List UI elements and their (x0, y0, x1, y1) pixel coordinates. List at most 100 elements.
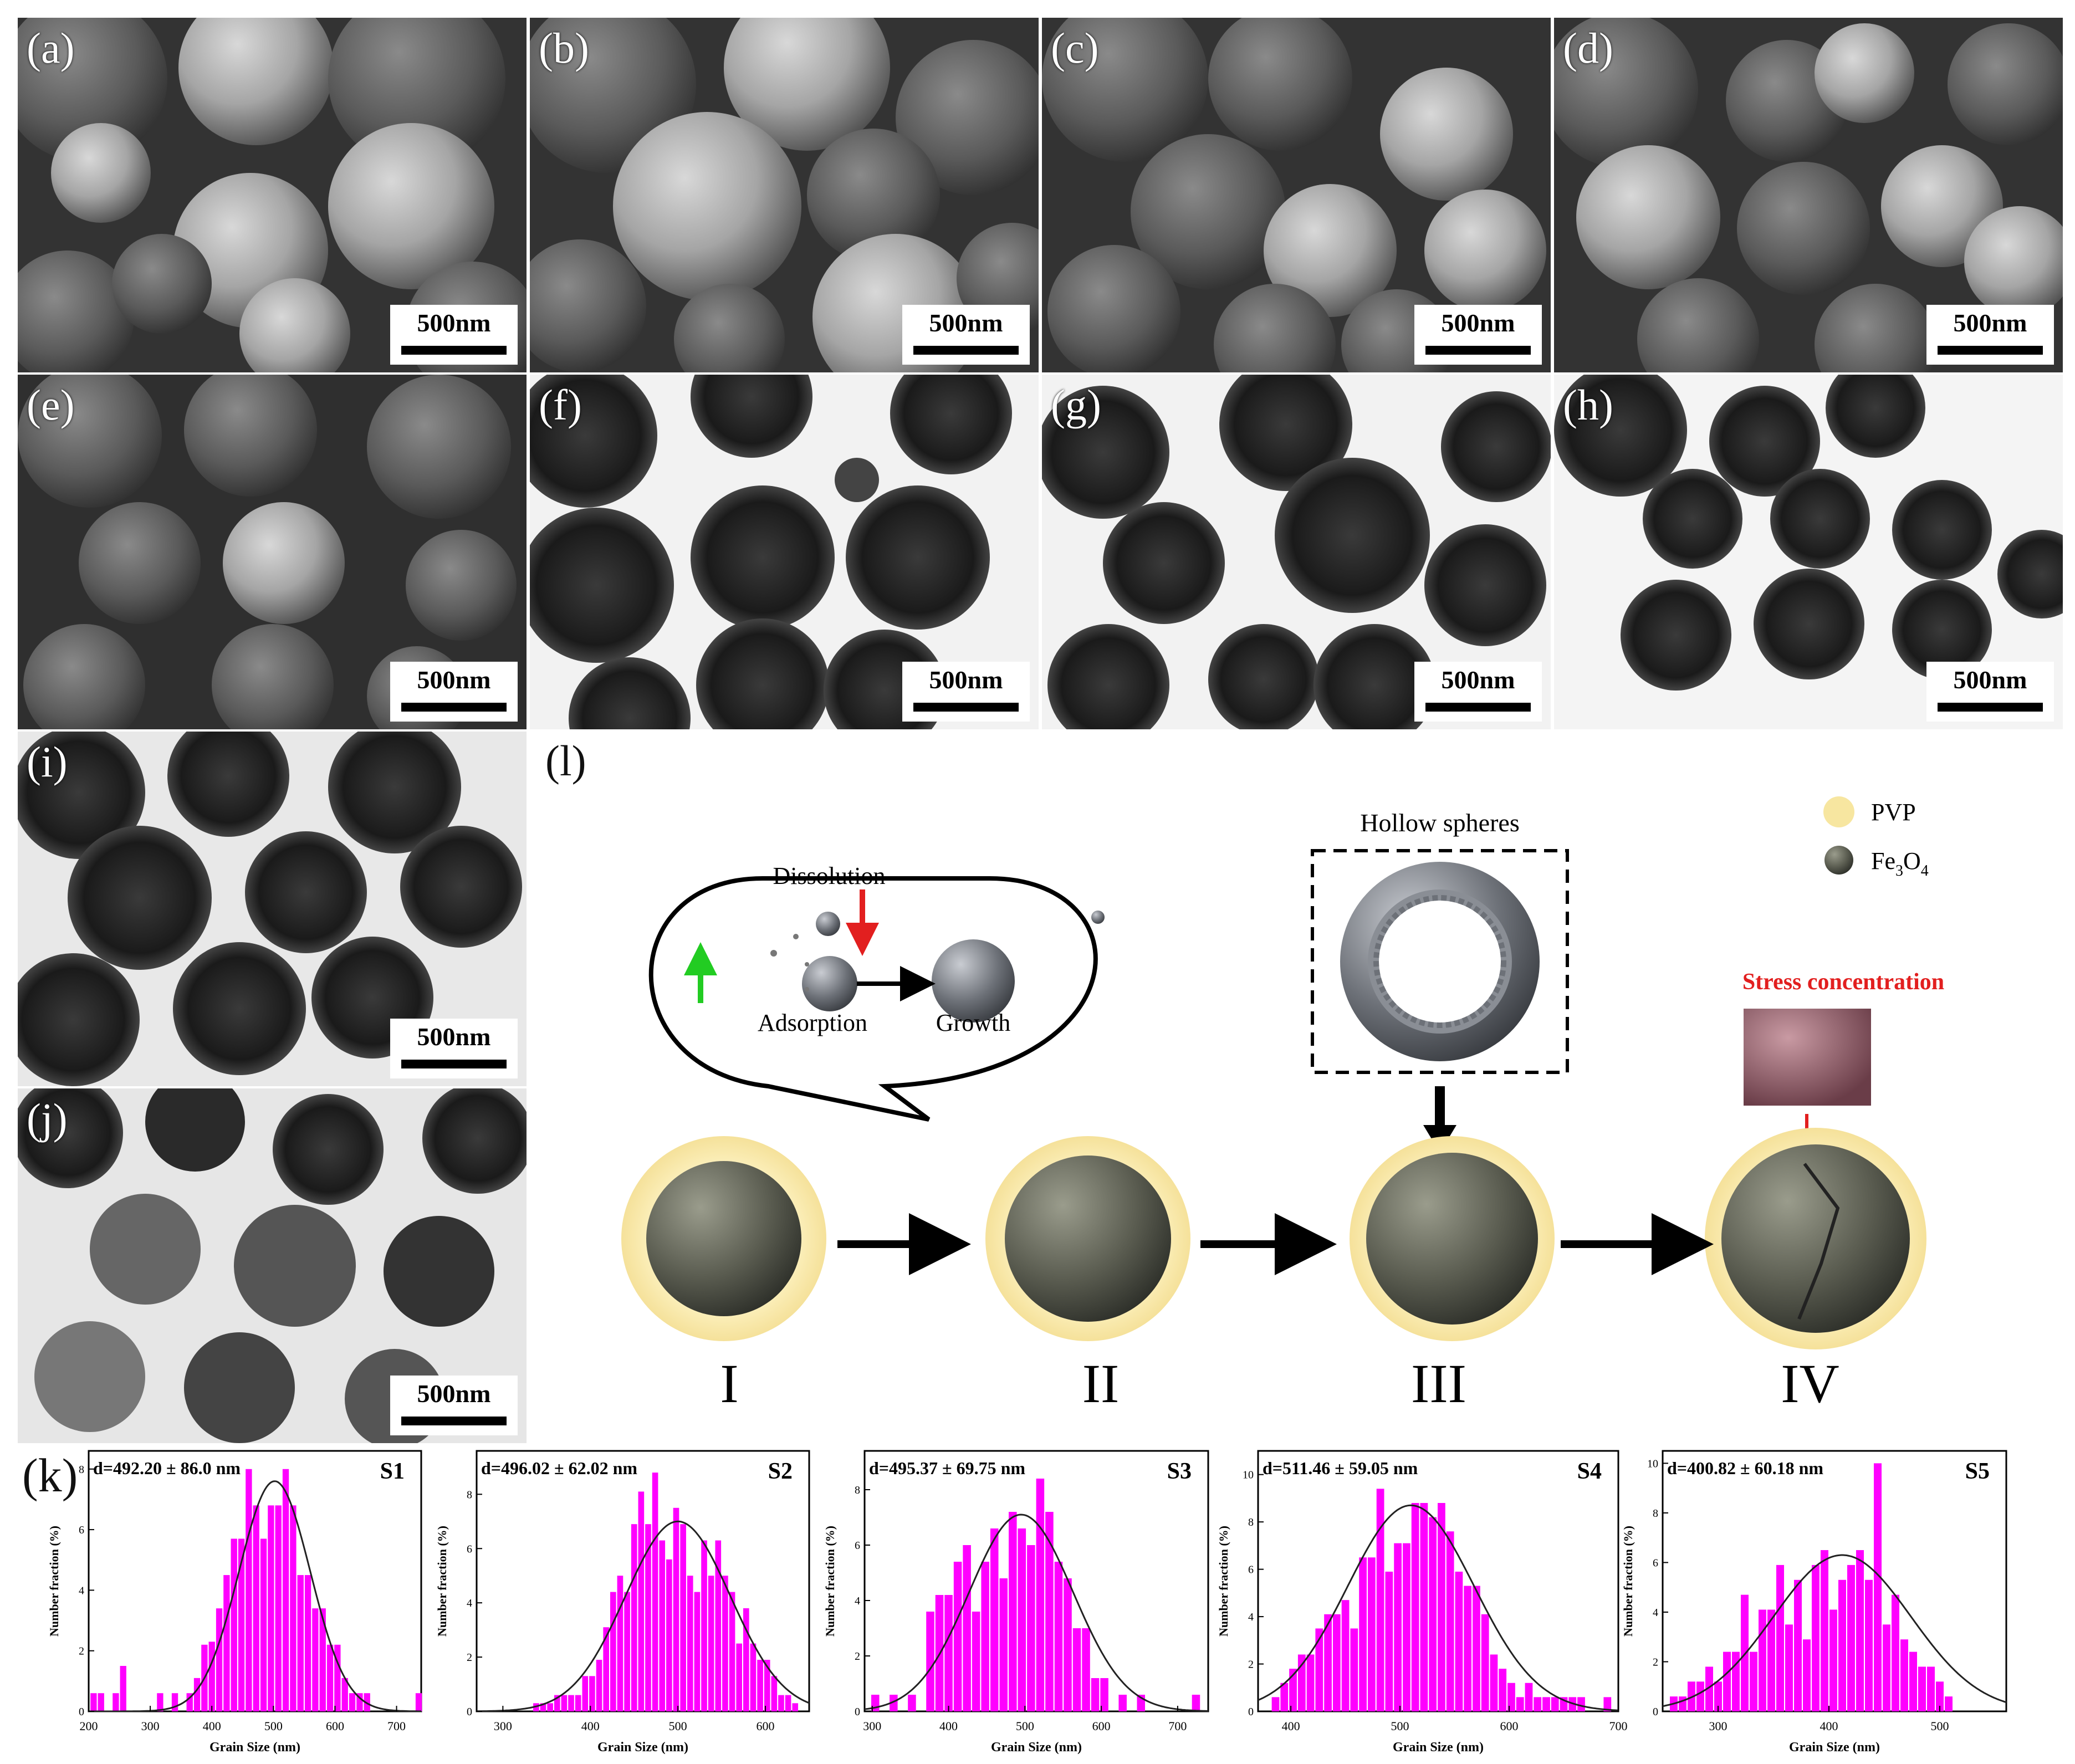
tem-panel-j: (j) 500nm (18, 1088, 527, 1443)
bar (193, 1678, 201, 1711)
x-tick-label: 400 (1820, 1719, 1838, 1733)
y-tick-label: 6 (855, 1540, 860, 1552)
bar (1315, 1628, 1323, 1711)
bar (1927, 1666, 1935, 1711)
bar (687, 1576, 693, 1711)
bar (1082, 1628, 1090, 1711)
series-name: S1 (380, 1459, 405, 1484)
x-tick-label: 400 (939, 1719, 958, 1733)
bar (1603, 1697, 1612, 1711)
x-tick-label: 700 (1609, 1719, 1628, 1733)
tem-panel-g: (g) 500nm (1042, 375, 1551, 729)
small-particle (1091, 911, 1105, 924)
bar (1420, 1503, 1428, 1711)
panel-label-a: (a) (27, 24, 75, 72)
bar (701, 1540, 707, 1711)
bar (1473, 1586, 1480, 1711)
bar (1332, 1614, 1341, 1711)
bar (1367, 1557, 1376, 1711)
sem-image-b (530, 18, 1039, 372)
bar (1812, 1564, 1820, 1711)
bar (1064, 1578, 1072, 1711)
y-tick-label: 6 (1248, 1564, 1254, 1576)
panel-label-l: (l) (545, 737, 586, 785)
bar (186, 1693, 193, 1711)
y-tick-label: 0 (855, 1706, 860, 1718)
bar (652, 1472, 658, 1711)
bar (1499, 1669, 1507, 1711)
x-tick-label: 500 (1931, 1719, 1949, 1733)
adsorption-particle (802, 956, 857, 1011)
hollow-spheres-label: Hollow spheres (1360, 809, 1519, 837)
gaussian-fit-line (89, 1480, 421, 1712)
x-tick-label: 600 (1500, 1719, 1519, 1733)
x-tick-label: 500 (669, 1719, 687, 1733)
bar (722, 1576, 728, 1711)
panel-label-i: (i) (27, 738, 68, 786)
bar (659, 1540, 666, 1711)
bar (736, 1643, 742, 1711)
bar (1280, 1683, 1289, 1711)
bar (312, 1608, 319, 1711)
bar (1359, 1557, 1367, 1711)
mean-annotation: d=492.20 ± 86.0 nm (93, 1458, 241, 1478)
bar (1534, 1697, 1542, 1711)
scale-bar-h: 500nm (1926, 662, 2054, 722)
x-axis-label: Grain Size (nm) (597, 1740, 688, 1755)
scale-bar-d: 500nm (1926, 305, 2054, 365)
bar (319, 1608, 326, 1711)
bar (1525, 1683, 1533, 1711)
bar (1438, 1503, 1445, 1711)
y-axis-label: Number fraction (%) (1217, 1526, 1230, 1637)
hollow-spheres-box (1311, 849, 1569, 1074)
bar (589, 1676, 595, 1711)
stress-texture-block (1744, 1009, 1871, 1106)
bar (1679, 1696, 1686, 1711)
bar (1036, 1479, 1045, 1711)
scale-bar-e: 500nm (390, 662, 518, 722)
bar (1350, 1628, 1358, 1711)
scale-text-f: 500nm (929, 666, 1003, 694)
x-tick-label: 600 (1092, 1719, 1111, 1733)
series-name: S5 (1965, 1459, 1990, 1484)
bar (1900, 1639, 1908, 1711)
stress-concentration-label: Stress concentration (1742, 969, 1944, 995)
bar (1838, 1579, 1846, 1711)
stage-label-II: II (1082, 1353, 1120, 1414)
scale-bar-i: 500nm (390, 1019, 518, 1078)
panel-label-e: (e) (27, 381, 75, 429)
stage-label-I: I (720, 1353, 738, 1414)
sem-panel-c: (c) 500nm (1042, 18, 1551, 372)
y-tick-label: 10 (1647, 1458, 1658, 1470)
bar (610, 1592, 616, 1711)
y-tick-label: 8 (1653, 1507, 1658, 1520)
scale-text-i: 500nm (417, 1022, 491, 1051)
panel-label-f: (f) (539, 381, 582, 429)
series-name: S2 (768, 1459, 793, 1484)
y-tick-label: 6 (1653, 1557, 1658, 1569)
scale-text-a: 500nm (417, 309, 491, 337)
bar (554, 1695, 560, 1711)
x-tick-label: 300 (494, 1719, 512, 1733)
panel-label-g: (g) (1051, 381, 1101, 429)
legend-fe3o4-label: Fe3O4 (1871, 847, 1929, 880)
dissolution-label: Dissolution (773, 862, 886, 889)
bar (120, 1666, 126, 1711)
bar (1464, 1586, 1472, 1711)
bar (208, 1642, 215, 1711)
speech-bubble (648, 876, 1098, 1122)
bar (694, 1592, 701, 1711)
bar (171, 1693, 178, 1711)
y-tick-label: 6 (467, 1543, 472, 1555)
stage-II-sphere (985, 1136, 1190, 1341)
bar (1714, 1681, 1722, 1711)
bar (792, 1703, 799, 1711)
bar (1429, 1517, 1437, 1711)
bar (1776, 1564, 1784, 1711)
bar (715, 1540, 722, 1711)
x-tick-label: 500 (1016, 1719, 1034, 1733)
scale-text-h: 500nm (1953, 666, 2027, 694)
scale-bar-f: 500nm (902, 662, 1030, 722)
